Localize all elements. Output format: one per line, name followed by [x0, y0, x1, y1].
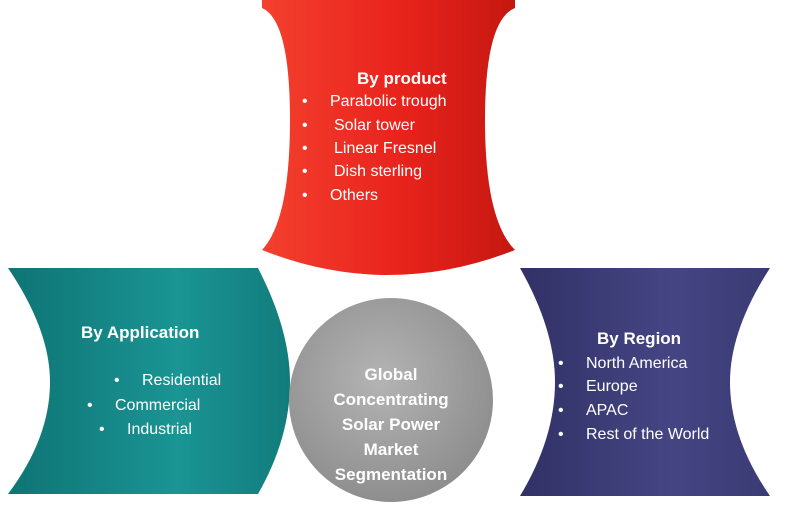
center-title-line: Market [363, 440, 419, 459]
list-item: • Europe [558, 378, 638, 396]
product-item-label: Parabolic trough [330, 93, 447, 110]
list-item: • Linear Fresnel [302, 140, 436, 158]
bullet-icon: • [558, 426, 564, 443]
region-item-label: North America [586, 355, 688, 372]
bullet-icon: • [99, 421, 105, 438]
region-item-label: APAC [586, 402, 629, 419]
center-circle [289, 298, 493, 502]
bullet-icon: • [302, 93, 308, 110]
list-item: • Parabolic trough [302, 93, 447, 111]
center-title-line: Global [364, 365, 418, 384]
bullet-icon: • [87, 397, 93, 414]
application-item-label: Commercial [115, 397, 201, 414]
region-item-label: Europe [586, 378, 638, 395]
product-heading: By product [357, 69, 447, 88]
list-item: • North America [558, 355, 687, 373]
center-title-line: Solar Power [341, 415, 441, 434]
application-shape [8, 268, 290, 494]
application-heading: By Application [81, 323, 200, 342]
product-shape [262, 0, 515, 275]
product-item-label: Dish sterling [334, 163, 423, 180]
application-item-label: Industrial [127, 421, 192, 438]
list-item: • Dish sterling [302, 163, 422, 181]
center-title-line: Concentrating [333, 390, 449, 409]
product-item-label: Linear Fresnel [334, 140, 437, 157]
bullet-icon: • [302, 163, 308, 180]
list-item: • Rest of the World [558, 426, 709, 444]
center-title-line: Segmentation [334, 465, 448, 484]
list-item: • Commercial [87, 397, 200, 415]
region-shape [520, 268, 770, 496]
region-item-label: Rest of the World [586, 426, 710, 443]
list-item: • Residential [114, 372, 221, 390]
bullet-icon: • [558, 355, 564, 372]
bullet-icon: • [302, 140, 308, 157]
bullet-icon: • [558, 378, 564, 395]
bullet-icon: • [302, 187, 308, 204]
product-item-label: Others [330, 187, 379, 204]
list-item: • Solar tower [302, 117, 415, 135]
list-item: • Others [302, 187, 378, 205]
list-item: • Industrial [99, 421, 192, 439]
center-title: Global Concentrating Solar Power Market … [300, 362, 482, 487]
list-item: • APAC [558, 402, 628, 420]
application-item-label: Residential [142, 372, 222, 389]
bullet-icon: • [302, 117, 308, 134]
bullet-icon: • [114, 372, 120, 389]
bullet-icon: • [558, 402, 564, 419]
region-heading: By Region [597, 329, 682, 348]
product-item-label: Solar tower [334, 117, 415, 134]
